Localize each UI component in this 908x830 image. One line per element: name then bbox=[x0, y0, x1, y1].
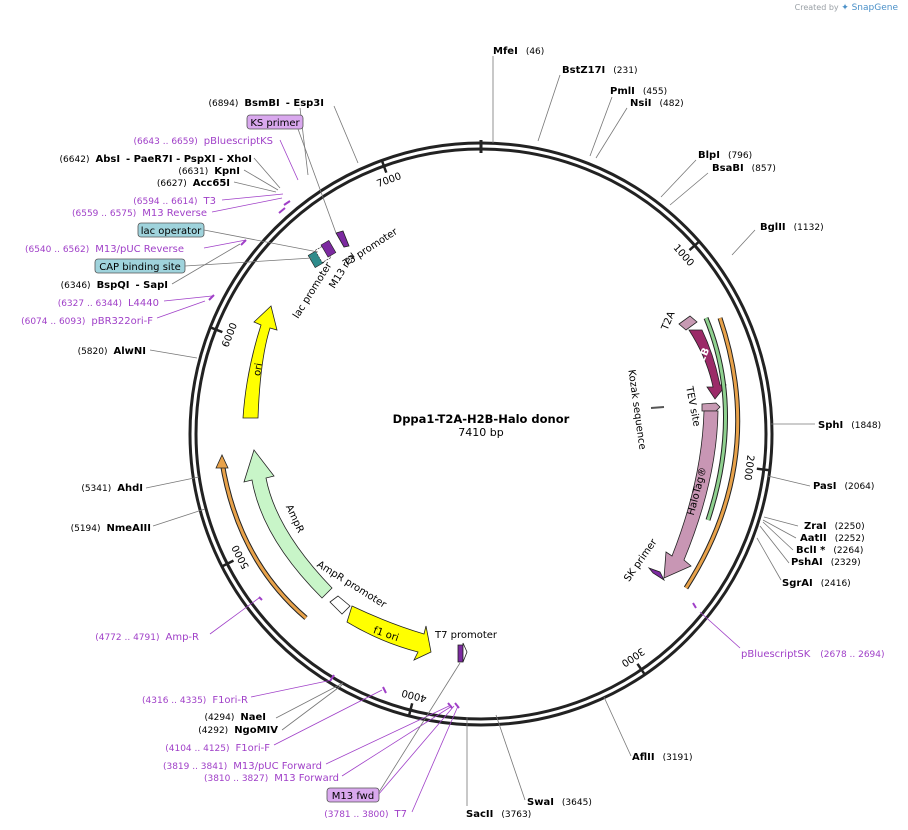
primer-t3: (6594 .. 6614)T3 bbox=[133, 196, 216, 207]
orange-arm-arrow-fill bbox=[684, 317, 740, 589]
enzyme-nmeaiii: (5194)NmeAIII bbox=[71, 523, 151, 534]
m13-rev-block bbox=[320, 240, 337, 258]
ks-primer-leader bbox=[297, 128, 337, 234]
primer-marks bbox=[208, 200, 697, 709]
tick-mark-2000 bbox=[756, 467, 769, 472]
t2a-arrow bbox=[678, 315, 698, 331]
t7-promoter-arrow bbox=[457, 644, 464, 663]
watermark-prefix: Created by bbox=[794, 3, 839, 12]
watermark-brand: SnapGene bbox=[851, 3, 898, 13]
ampr-arrow bbox=[243, 449, 333, 599]
enzyme-sphi: SphI(1848) bbox=[818, 420, 881, 431]
t2a-label: T2A bbox=[659, 310, 677, 333]
tick-mark-4000 bbox=[408, 703, 414, 716]
h2b-arrow bbox=[688, 329, 727, 400]
tick-mark-7000 bbox=[381, 160, 388, 174]
enzyme-absi: (6642)AbsI- PaeR7I - PspXI - XhoI bbox=[60, 154, 252, 165]
watermark: Created by ✦ SnapGene bbox=[795, 3, 898, 13]
tick-mark-6000 bbox=[210, 326, 223, 334]
enzyme-acc65i: (6627)Acc65I bbox=[157, 178, 230, 189]
primer-m13-reverse: (6559 .. 6575)M13 Reverse bbox=[72, 208, 207, 219]
enzyme-bspqi: (6346)BspQI- SapI bbox=[61, 280, 168, 291]
cap-site-leader bbox=[184, 257, 313, 267]
primer-pbluescriptks: (6643 .. 6659)pBluescriptKS bbox=[133, 136, 273, 147]
enzyme-kpni: (6631)KpnI bbox=[178, 166, 240, 177]
tick-mark-3000 bbox=[636, 663, 646, 675]
ori-arrow bbox=[242, 305, 278, 419]
enzyme-aflii: AflII(3191) bbox=[632, 752, 693, 763]
tick-label-4000: 4000 bbox=[401, 687, 428, 704]
primer-labels: (6643 .. 6659)pBluescriptKS (6594 .. 661… bbox=[21, 136, 884, 820]
enzyme-naei: (4294)NaeI bbox=[204, 712, 266, 723]
enzyme-bglii: BglII(1132) bbox=[760, 222, 824, 233]
tick-mark-1000 bbox=[688, 241, 700, 252]
lac-promoter-label: lac promoter bbox=[291, 260, 335, 321]
enzyme-ahdi: (5341)AhdI bbox=[81, 483, 143, 494]
t7-promoter-arrow2 bbox=[462, 642, 468, 663]
lac-operator-label: lac operator bbox=[141, 226, 202, 237]
enzyme-swai: SwaI(3645) bbox=[527, 797, 592, 808]
primer-leader-lines bbox=[156, 139, 741, 813]
snapgene-logo: ✦ SnapGene bbox=[841, 3, 898, 13]
enzyme-sgrai: SgrAI(2416) bbox=[782, 578, 851, 589]
primer-l4440: (6327 .. 6344)L4440 bbox=[58, 298, 159, 309]
green-arm-arrow-fill bbox=[704, 317, 727, 521]
enzyme-pasi: PasI(2064) bbox=[813, 481, 874, 492]
f1-ori-arrow bbox=[346, 605, 432, 661]
enzyme-aatii: AatII(2252) bbox=[800, 533, 865, 544]
enzyme-labels: MfeI(46) BstZ17I(231) PmlI(455) NsiI(482… bbox=[60, 46, 882, 820]
lac-operator-leader bbox=[203, 229, 319, 253]
primer-m13puc-forward: (3819 .. 3841)M13/pUC Forward bbox=[163, 761, 322, 772]
tick-label-7000: 7000 bbox=[375, 171, 403, 190]
orange-left-head bbox=[215, 454, 229, 469]
t3-promoter-arrow bbox=[335, 230, 350, 248]
enzyme-alwni: (5820)AlwNI bbox=[78, 346, 146, 357]
enzyme-nsii: NsiI(482) bbox=[630, 98, 684, 109]
cap-site-label: CAP binding site bbox=[99, 262, 181, 273]
ori-label: ori bbox=[252, 362, 265, 377]
enzyme-pmli: PmlI(455) bbox=[610, 86, 667, 97]
enzyme-bstz17i: BstZ17I(231) bbox=[562, 65, 637, 76]
sk-primer-arrow bbox=[647, 567, 666, 582]
ks-primer-box bbox=[246, 114, 304, 130]
m13-fwd-label: M13 fwd bbox=[332, 791, 374, 802]
m13-fwd-leader bbox=[378, 662, 461, 793]
enzyme-zrai: ZraI(2250) bbox=[804, 521, 865, 532]
enzyme-pshai: PshAI(2329) bbox=[791, 557, 861, 568]
plasmid-name: Dppa1-T2A-H2B-Halo donor bbox=[393, 412, 570, 426]
tev-arrow bbox=[701, 402, 721, 412]
plasmid-length: 7410 bp bbox=[458, 426, 503, 439]
primer-m13-forward: (3810 .. 3827)M13 Forward bbox=[204, 773, 339, 784]
tick-label-6000: 6000 bbox=[220, 321, 240, 349]
tev-label: TEV site bbox=[683, 385, 702, 428]
enzyme-blpi: BlpI(796) bbox=[698, 150, 752, 161]
enzyme-bsabi: BsaBI(857) bbox=[712, 163, 776, 174]
primer-t7: (3781 .. 3800)T7 bbox=[324, 809, 407, 820]
t7-promoter-label: T7 promoter bbox=[434, 630, 498, 641]
halotag-arrow bbox=[663, 410, 719, 579]
primer-f1ori-f: (4104 .. 4125)F1ori-F bbox=[165, 743, 270, 754]
ampr-promoter-arrow bbox=[329, 595, 351, 615]
enzyme-mfei: MfeI(46) bbox=[493, 46, 544, 57]
kozak-label: Kozak sequence bbox=[625, 369, 647, 450]
ks-primer-label: KS primer bbox=[250, 118, 300, 129]
tick-label-2000: 2000 bbox=[741, 454, 755, 481]
primer-pbr322ori-f: (6074 .. 6093)pBR322ori-F bbox=[21, 316, 153, 327]
enzyme-bsmbi: (6894)BsmBI- Esp3I bbox=[208, 98, 324, 109]
enzyme-bcli: BclI *(2264) bbox=[796, 545, 863, 556]
orange-left-arrow-fill bbox=[220, 461, 307, 620]
enzyme-ngomiv: (4292)NgoMIV bbox=[198, 725, 278, 736]
primer-f1ori-r: (4316 .. 4335)F1ori-R bbox=[142, 695, 248, 706]
primer-pbluescriptsk: pBluescriptSK(2678 .. 2694) bbox=[741, 649, 885, 660]
kozak-mark bbox=[650, 406, 665, 409]
tick-mark-5000 bbox=[222, 559, 235, 568]
t3-promoter-label: T3 promoter bbox=[341, 226, 401, 270]
m13-fwd-box bbox=[326, 787, 380, 803]
sk-primer-label: SK primer bbox=[622, 536, 660, 583]
primer-amp-r: (4772 .. 4791)Amp-R bbox=[95, 632, 199, 643]
primer-m13puc-reverse: (6540 .. 6562)M13/pUC Reverse bbox=[25, 244, 184, 255]
enzyme-sacii: SacII(3763) bbox=[466, 809, 531, 820]
tick-label-3000: 3000 bbox=[619, 645, 646, 668]
